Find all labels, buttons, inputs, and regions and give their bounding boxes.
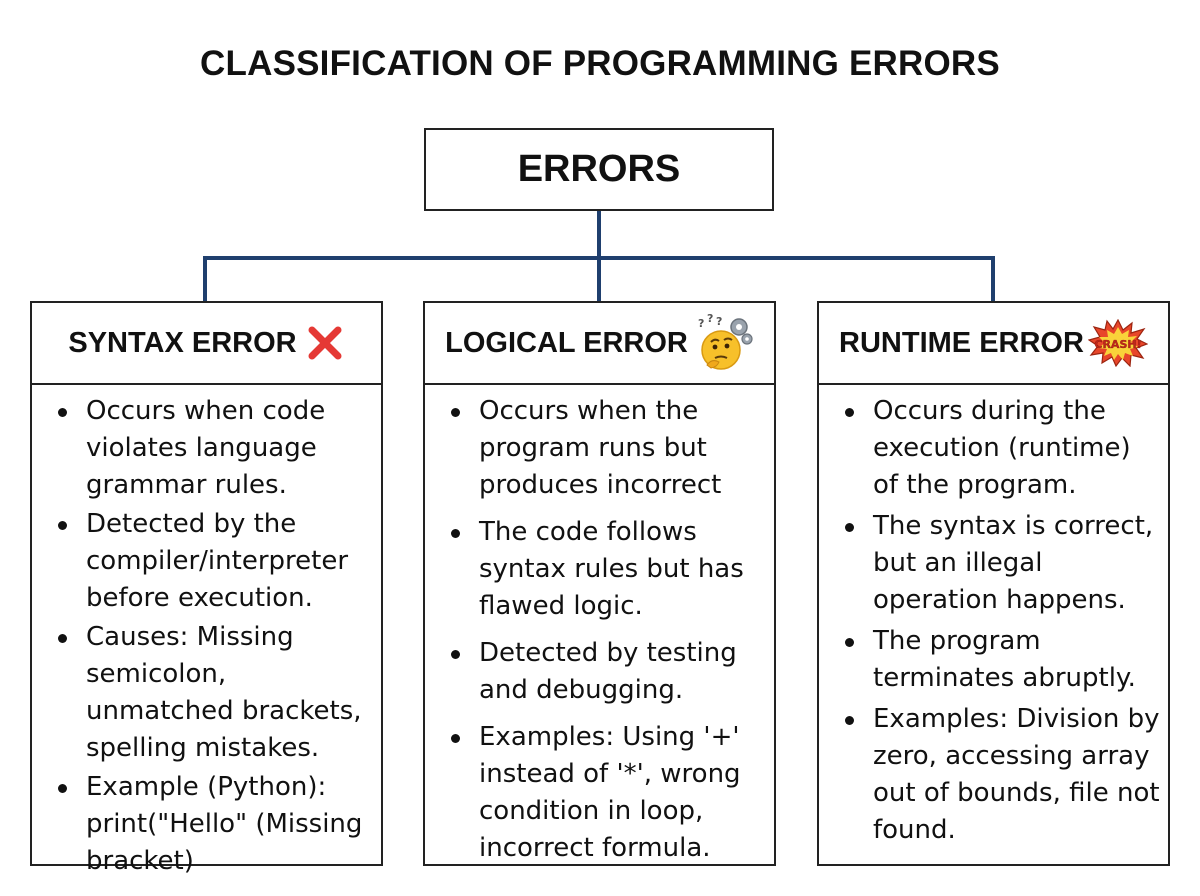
cross-mark-icon — [305, 323, 345, 363]
list-item: Examples: Using '+' instead of '*', wron… — [443, 719, 768, 867]
list-item: Detected by testing and debugging. — [443, 635, 768, 709]
list-item: Occurs when the program runs but produce… — [443, 393, 768, 504]
list-item: Example (Python): print("Hello" (Missing… — [50, 769, 375, 880]
crash-burst-text: CRASH! — [1094, 338, 1141, 351]
page-title: CLASSIFICATION OF PROGRAMMING ERRORS — [200, 44, 1000, 83]
syntax-points-list: Occurs when code violates language gramm… — [32, 385, 381, 880]
list-item: Examples: Division by zero, accessing ar… — [837, 701, 1162, 849]
column-heading-syntax: SYNTAX ERROR — [68, 326, 297, 359]
thinking-face-icon: ? ? ? — [696, 313, 754, 373]
column-runtime-error: RUNTIME ERROR CRASH! Occurs during the e… — [817, 301, 1170, 866]
crash-burst-icon: CRASH! — [1087, 319, 1148, 367]
column-header-runtime: RUNTIME ERROR CRASH! — [819, 303, 1168, 385]
runtime-points-list: Occurs during the execution (runtime) of… — [819, 385, 1168, 849]
column-heading-runtime: RUNTIME ERROR — [839, 326, 1084, 359]
logical-points-list: Occurs when the program runs but produce… — [425, 385, 774, 867]
list-item: The program terminates abruptly. — [837, 623, 1162, 697]
list-item: Occurs when code violates language gramm… — [50, 393, 375, 504]
column-syntax-error: SYNTAX ERROR Occurs when code violates l… — [30, 301, 383, 876]
list-item: Detected by the compiler/interpreter bef… — [50, 506, 375, 617]
column-heading-logical: LOGICAL ERROR — [445, 326, 688, 359]
list-item: The syntax is correct, but an illegal op… — [837, 508, 1162, 619]
root-node-errors: ERRORS — [424, 128, 774, 211]
svg-text:?: ? — [698, 317, 704, 330]
column-logical-error: LOGICAL ERROR ? ? ? — [423, 301, 776, 866]
svg-text:?: ? — [716, 315, 722, 328]
column-header-logical: LOGICAL ERROR ? ? ? — [425, 303, 774, 385]
list-item: The code follows syntax rules but has fl… — [443, 514, 768, 625]
column-header-syntax: SYNTAX ERROR — [32, 303, 381, 385]
list-item: Occurs during the execution (runtime) of… — [837, 393, 1162, 504]
svg-text:?: ? — [707, 313, 713, 325]
list-item: Causes: Missing semicolon, unmatched bra… — [50, 619, 375, 767]
